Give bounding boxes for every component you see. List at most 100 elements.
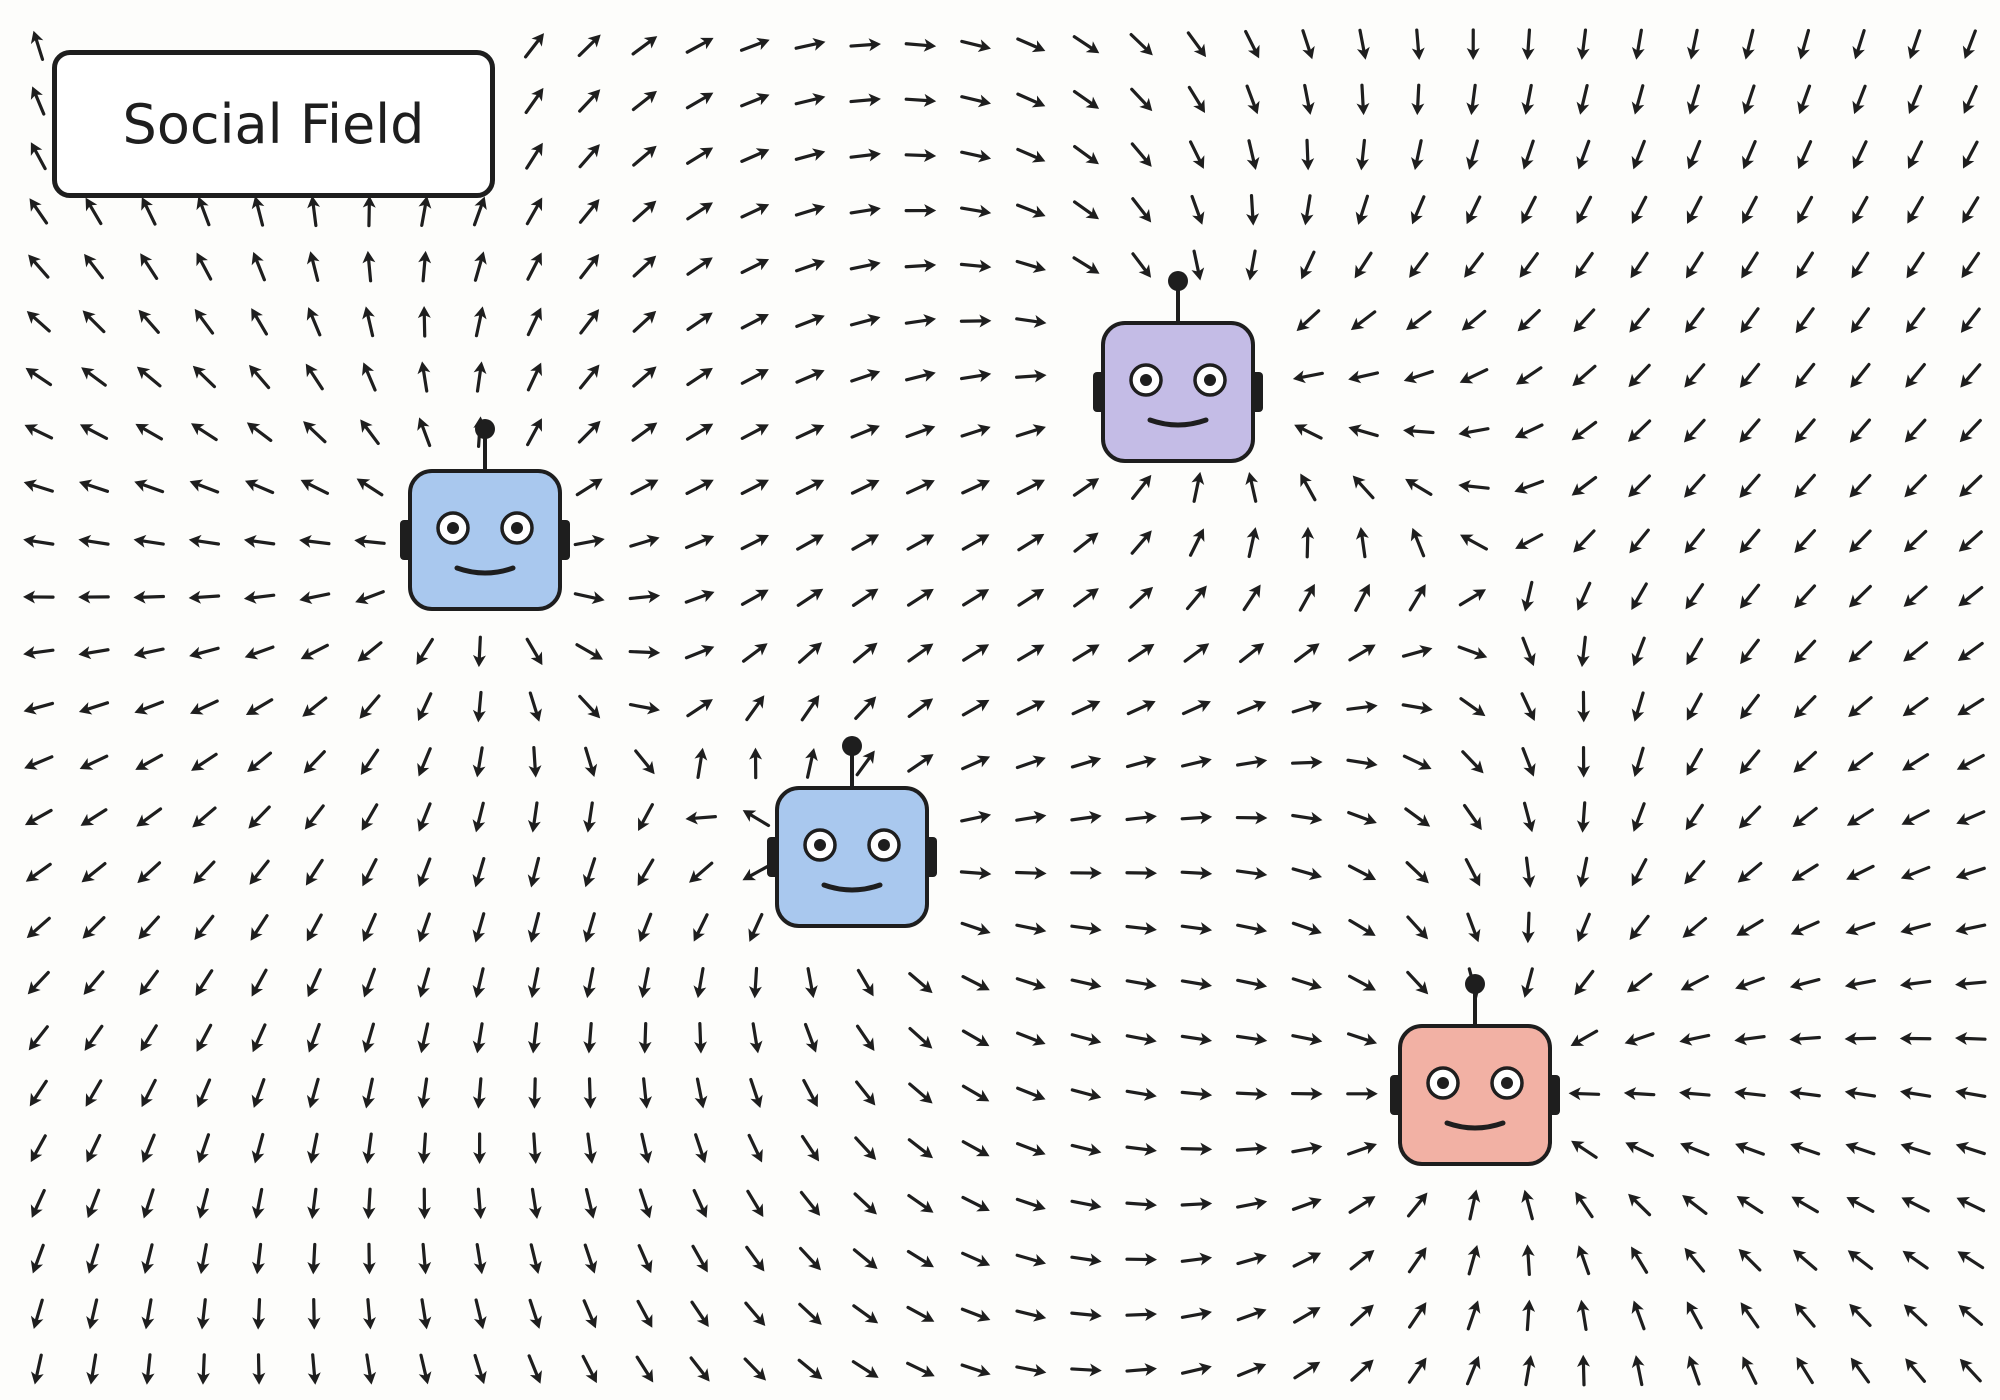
field-arrow-icon — [1793, 1249, 1818, 1271]
field-arrow-icon — [1015, 1142, 1046, 1157]
field-arrow-icon — [362, 362, 377, 392]
field-arrow-icon — [1401, 645, 1433, 658]
field-arrow-icon — [629, 534, 660, 548]
field-arrow-icon — [1411, 83, 1425, 116]
field-arrow-icon — [849, 258, 881, 272]
field-arrow-icon — [1961, 251, 1981, 279]
field-arrow-icon — [79, 754, 109, 770]
field-arrow-icon — [1901, 1197, 1930, 1213]
field-arrow-icon — [527, 912, 541, 943]
field-arrow-icon — [1180, 1032, 1213, 1046]
field-arrow-icon — [1459, 697, 1486, 717]
field-arrow-icon — [1576, 635, 1590, 668]
field-arrow-icon — [251, 1023, 267, 1053]
field-arrow-icon — [1521, 636, 1536, 667]
field-arrow-icon — [690, 1300, 709, 1328]
field-arrow-icon — [1515, 533, 1544, 549]
robot-head-icon — [767, 736, 937, 928]
field-arrow-icon — [25, 862, 52, 882]
field-arrow-icon — [196, 1353, 210, 1385]
field-arrow-icon — [1902, 753, 1930, 771]
field-arrow-icon — [851, 1360, 879, 1378]
field-arrow-icon — [1301, 83, 1315, 115]
field-arrow-icon — [1793, 750, 1818, 773]
field-arrow-icon — [1130, 87, 1153, 112]
field-arrow-icon — [526, 307, 542, 337]
field-arrow-icon — [582, 857, 597, 888]
field-arrow-icon — [1900, 1141, 1931, 1156]
field-arrow-icon — [473, 1132, 487, 1164]
field-arrow-icon — [961, 699, 990, 717]
field-arrow-icon — [1794, 639, 1817, 664]
field-arrow-icon — [1410, 527, 1426, 558]
field-arrow-icon — [528, 1132, 542, 1164]
field-arrow-icon — [850, 424, 880, 439]
field-arrow-icon — [1291, 755, 1323, 769]
field-arrow-icon — [1623, 1087, 1656, 1101]
field-arrow-icon — [527, 1022, 541, 1054]
field-arrow-icon — [577, 34, 601, 58]
field-arrow-icon — [1522, 801, 1536, 833]
field-arrow-icon — [632, 145, 657, 167]
field-arrow-icon — [1577, 690, 1591, 723]
field-arrow-icon — [359, 694, 381, 719]
field-arrow-icon — [1629, 307, 1650, 333]
field-arrow-icon — [803, 1022, 818, 1053]
field-arrow-icon — [1903, 585, 1928, 607]
field-arrow-icon — [851, 534, 880, 551]
field-arrow-icon — [527, 967, 541, 999]
field-arrow-icon — [1628, 474, 1651, 498]
field-arrow-icon — [251, 1242, 265, 1275]
field-arrow-icon — [961, 755, 991, 771]
field-arrow-icon — [686, 147, 714, 165]
field-arrow-icon — [417, 912, 431, 943]
field-arrow-icon — [1631, 802, 1646, 832]
field-arrow-icon — [1070, 977, 1102, 991]
field-arrow-icon — [30, 1298, 44, 1329]
field-arrow-icon — [1962, 140, 1979, 169]
field-arrow-icon — [360, 748, 380, 776]
field-arrow-icon — [306, 307, 322, 337]
field-arrow-icon — [1125, 1032, 1157, 1046]
field-arrow-icon — [356, 478, 384, 497]
field-arrow-icon — [1235, 755, 1268, 769]
field-arrow-icon — [1245, 249, 1259, 281]
field-arrow-icon — [418, 1298, 432, 1330]
field-arrow-icon — [628, 590, 661, 604]
field-arrow-icon — [307, 1132, 320, 1164]
field-arrow-icon — [1407, 1247, 1427, 1274]
field-arrow-icon — [908, 1026, 933, 1049]
field-arrow-icon — [1346, 1087, 1378, 1101]
field-arrow-icon — [1125, 1363, 1157, 1377]
field-arrow-icon — [299, 534, 331, 548]
field-arrow-icon — [141, 1298, 155, 1330]
field-arrow-icon — [26, 311, 51, 333]
field-arrow-icon — [1907, 84, 1923, 115]
field-arrow-icon — [1348, 1196, 1376, 1214]
field-arrow-icon — [1125, 922, 1157, 936]
field-arrow-icon — [1015, 922, 1047, 936]
field-arrow-icon — [1070, 922, 1102, 936]
field-arrow-icon — [631, 422, 658, 442]
field-arrow-icon — [1631, 1355, 1645, 1387]
field-arrow-icon — [1959, 418, 1982, 443]
field-arrow-icon — [1016, 479, 1045, 496]
field-arrow-icon — [306, 1077, 320, 1109]
field-arrow-icon — [1458, 589, 1487, 607]
field-arrow-icon — [1521, 195, 1537, 224]
field-arrow-icon — [1576, 1245, 1591, 1276]
field-arrow-icon — [362, 1187, 376, 1220]
field-arrow-icon — [1848, 584, 1872, 608]
field-arrow-icon — [1411, 28, 1425, 60]
field-arrow-icon — [1404, 807, 1431, 827]
field-arrow-icon — [1070, 1363, 1102, 1377]
field-arrow-icon — [417, 1132, 431, 1164]
field-arrow-icon — [1070, 1198, 1102, 1212]
field-arrow-icon — [1575, 251, 1594, 279]
field-arrow-icon — [307, 1187, 321, 1220]
field-arrow-icon — [638, 912, 653, 943]
field-arrow-icon — [961, 1084, 990, 1102]
field-arrow-icon — [1070, 1253, 1102, 1267]
field-arrow-icon — [1246, 139, 1260, 171]
field-arrow-icon — [417, 1077, 431, 1109]
